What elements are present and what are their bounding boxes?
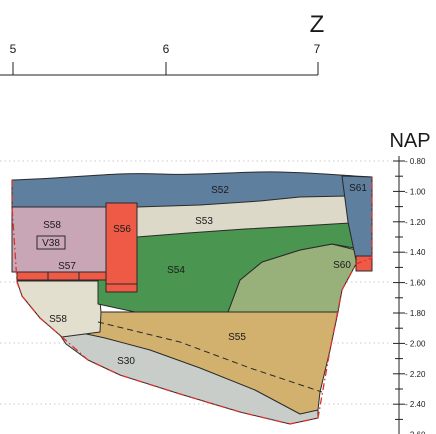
scale-label-7: 7 [314,42,321,56]
excavation-boundary [11,177,373,425]
layer-s57 [16,271,107,281]
s55-dashed-line [97,321,323,393]
label-s60: S60 [333,260,351,271]
layer-labels: S52 S61 S53 S58 V38 S56 S57 S54 S60 S58 … [42,183,367,367]
label-v38: V38 [42,238,60,249]
nap-ticks: - 0.80 - 1.00 - 1.20 - 1.40 - 1.60 - 1.80 - 2.… [393,157,426,434]
label-s61: S61 [349,183,367,194]
nap-scale: NAP - 0.80 - 1.00 - 1.20 - 1.40 - 1.60 - 1.80… [389,130,431,434]
layers [11,171,373,425]
scale-label-6: 6 [163,42,170,56]
label-s58-upper: S58 [43,220,61,231]
label-s55: S55 [228,332,246,343]
nap-level-label: - 1.20 [405,218,426,227]
nap-level-label: - 0.80 [405,157,426,166]
horizontal-scale: 5 6 7 Z [0,11,325,76]
nap-level-label: - 2.00 [405,339,426,348]
layer-s56 [105,202,138,293]
v38-box [36,235,66,250]
label-s57: S57 [58,261,76,272]
layer-s58-lower [16,280,102,338]
nap-level-label: - 1.40 [405,248,426,257]
label-s30: S30 [117,356,135,367]
label-s54: S54 [167,265,185,276]
label-s53: S53 [195,216,213,227]
scale-label-5: 5 [10,42,17,56]
direction-letter: Z [310,11,325,38]
label-s52: S52 [211,185,229,196]
nap-level-label: - 2.20 [405,370,426,379]
label-s58-lower: S58 [49,314,67,325]
nap-level-label: - 1.60 [405,279,426,288]
layer-s60-red-block [355,255,373,272]
label-s56: S56 [113,224,131,235]
nap-level-label: - 2.60 [405,431,426,434]
nap-level-label: - 1.80 [405,309,426,318]
nap-level-label: - 2.40 [405,400,426,409]
layer-details [36,235,323,393]
nap-level-label: - 1.00 [405,187,426,196]
nap-title: NAP [389,130,430,152]
